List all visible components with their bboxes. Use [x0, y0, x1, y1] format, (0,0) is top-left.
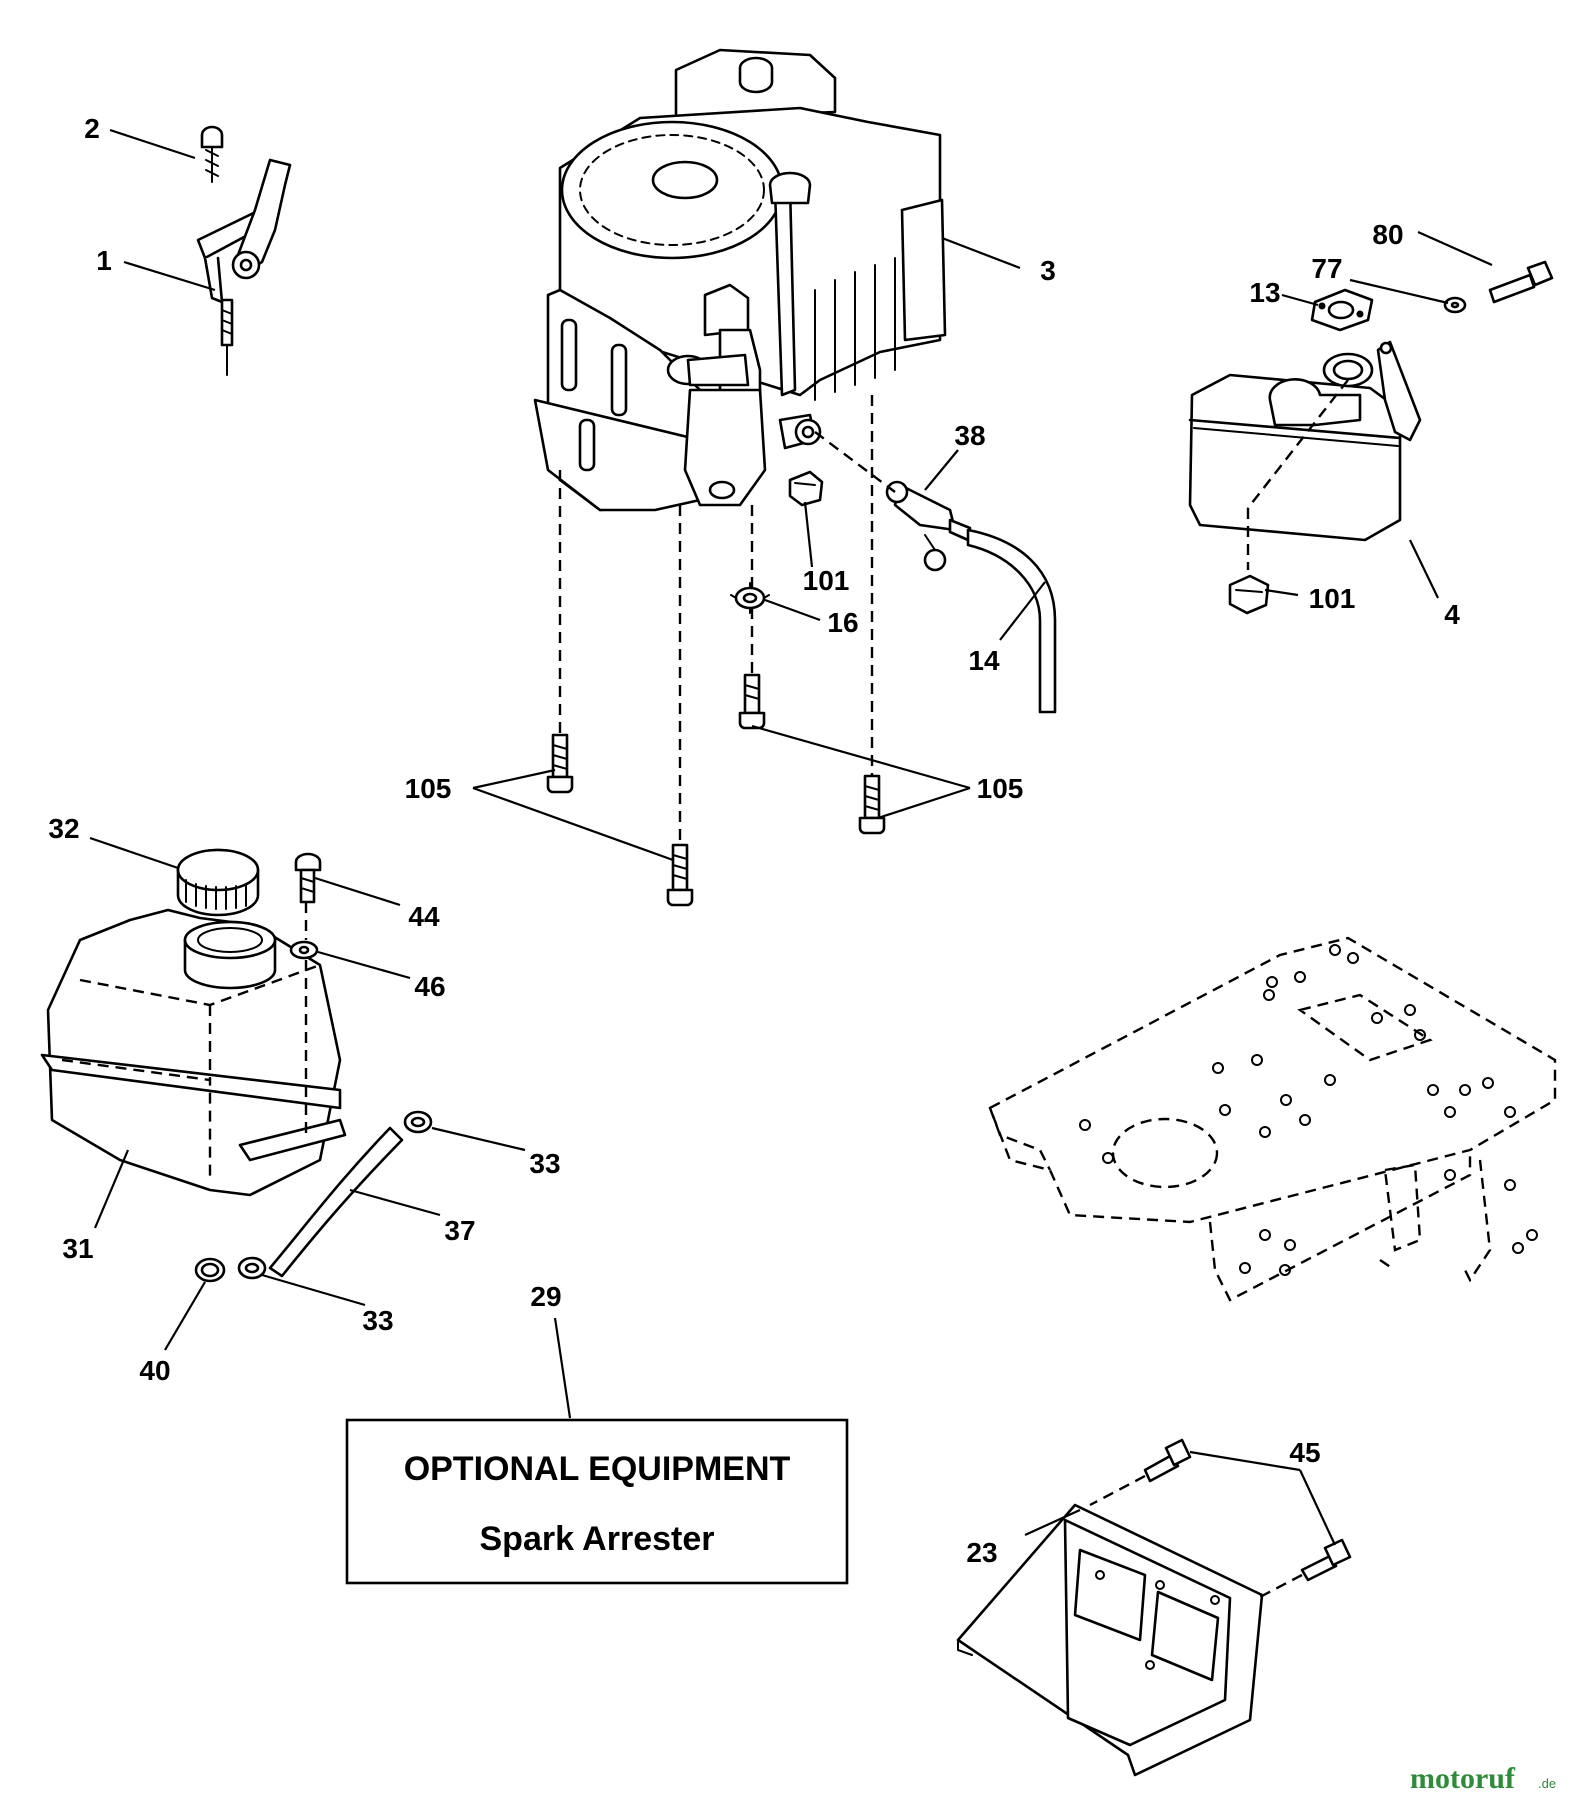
fuel-line-part [966, 528, 1057, 714]
gasket-13-part [1310, 288, 1374, 332]
callout-105-left: 105 [405, 773, 452, 804]
fuel-tank-part [40, 908, 347, 1197]
fuel-cap-32-part [176, 848, 260, 917]
fuel-shutoff-part [885, 480, 972, 572]
bolt-44-part [294, 852, 322, 904]
callout-38: 38 [954, 420, 985, 451]
engine-bolts-part [546, 673, 886, 907]
callout-23: 23 [966, 1537, 997, 1568]
bolt-45b-part [1300, 1538, 1352, 1582]
watermark-suffix: .de [1538, 1776, 1556, 1791]
chassis-frame-reference [988, 936, 1557, 1302]
bolt-16-stack [738, 673, 766, 730]
washer-77-part [1443, 296, 1467, 314]
muffler-part [1188, 340, 1422, 570]
callout-45: 45 [1289, 1437, 1320, 1468]
bolt-80-part [1488, 260, 1554, 304]
callout-16: 16 [827, 607, 858, 638]
callout-40: 40 [139, 1355, 170, 1386]
callout-32: 32 [48, 813, 79, 844]
callout-33-lower: 33 [362, 1305, 393, 1336]
nut-101-part [788, 470, 824, 507]
optional-equipment-title: OPTIONAL EQUIPMENT [404, 1450, 791, 1488]
callout-33-upper: 33 [529, 1148, 560, 1179]
callout-105-right: 105 [977, 773, 1024, 804]
bolt-45a-part [1143, 1438, 1192, 1483]
frame-holes [1079, 944, 1538, 1276]
callout-14: 14 [968, 645, 1000, 676]
bolt-45a-assembly-line [1089, 1474, 1146, 1507]
leader-lines [89, 128, 1493, 1546]
optional-equipment-box: OPTIONAL EQUIPMENT Spark Arrester [345, 1418, 849, 1585]
lock-washer-part [730, 582, 770, 614]
bolt-105-left [546, 733, 574, 794]
hose-clamp-33a-part [403, 1110, 433, 1134]
fuel-hose-37-part [268, 1126, 404, 1278]
callout-29: 29 [530, 1281, 561, 1312]
washer-46-part [289, 940, 319, 960]
nut-101-muffler-part [1228, 574, 1270, 615]
watermark: motoruf .de [1410, 1762, 1556, 1795]
callout-80: 80 [1372, 219, 1403, 250]
hose-clamp-33b-part [237, 1256, 267, 1280]
throttle-control-part [196, 125, 292, 376]
callout-4: 4 [1444, 599, 1460, 630]
callout-1: 1 [96, 245, 112, 276]
callout-44: 44 [408, 901, 440, 932]
callout-77: 77 [1311, 253, 1342, 284]
spark-arrester-label: Spark Arrester [480, 1520, 715, 1558]
callout-13: 13 [1249, 277, 1280, 308]
callout-101-muffler: 101 [1309, 583, 1356, 614]
callout-46: 46 [414, 971, 445, 1002]
callout-101-engine: 101 [803, 565, 850, 596]
spark-arrester-shield-part [956, 1503, 1264, 1777]
bolt-45b-assembly-line [1257, 1573, 1303, 1600]
callout-labels: 2 1 3 80 77 13 38 101 16 14 101 4 105 10… [48, 113, 1460, 1568]
callout-37: 37 [444, 1215, 475, 1246]
grommet-40-part [194, 1257, 226, 1283]
watermark-text: motoruf [1410, 1762, 1516, 1795]
callout-2: 2 [84, 113, 100, 144]
bolt-105-right [858, 774, 886, 835]
bolt-105-center [666, 843, 694, 907]
engine-part [533, 48, 947, 512]
engine-assembly-lines [558, 395, 896, 845]
callout-3: 3 [1040, 255, 1056, 286]
callout-31: 31 [62, 1233, 93, 1264]
